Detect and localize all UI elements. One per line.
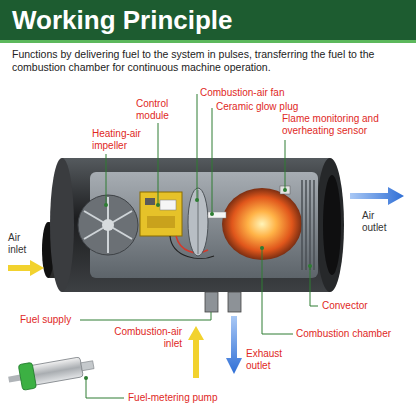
illustration-part [197, 94, 198, 200]
illustration-part [145, 198, 155, 205]
fuel-line [80, 312, 211, 320]
leader-lines [86, 94, 318, 398]
header-band [0, 0, 416, 40]
combustion-air-arrow [188, 326, 204, 378]
illustration-part [260, 246, 264, 250]
illustration-part [102, 219, 114, 231]
illustration-part [29, 357, 84, 386]
illustration-part [104, 203, 108, 207]
illustration-part [205, 292, 218, 312]
exhaust-arrow [226, 316, 242, 374]
caption: Functions by delivering fuel to the syst… [12, 48, 406, 74]
illustration-part [158, 123, 159, 205]
outlet-arrow [350, 187, 404, 205]
part-label: Convector [322, 300, 368, 312]
illustration-part [283, 188, 287, 192]
part-label: Combustion-air inlet [106, 326, 182, 349]
part-label: Control module [136, 98, 184, 121]
illustration-part [301, 180, 303, 270]
part-label: Fuel supply [20, 314, 71, 326]
illustration-part [147, 216, 175, 228]
illustration-part [140, 192, 182, 236]
pump-illustration [6, 352, 95, 393]
inlet-arrow [8, 260, 44, 276]
leader-dots [84, 188, 312, 380]
illustration-part [18, 362, 36, 390]
illustration-part [262, 248, 293, 334]
part-label: Heating-air impeller [92, 128, 150, 151]
illustration-part [195, 198, 199, 202]
illustration-part [285, 140, 286, 190]
illustration-part [84, 376, 88, 380]
part-label: Combustion chamber [296, 328, 391, 340]
heater-internals [78, 180, 314, 312]
illustration-part [156, 203, 160, 207]
illustration-part [188, 188, 208, 256]
illustration-part [208, 212, 226, 218]
illustration-part [78, 195, 138, 255]
illustration-part [308, 264, 312, 268]
illustration-part [50, 158, 74, 292]
part-label: Fuel-metering pump [128, 392, 217, 404]
illustration-part [160, 200, 176, 210]
illustration-part [316, 158, 344, 292]
illustration-part [310, 266, 318, 306]
illustration-part [84, 197, 132, 253]
illustration-part [210, 212, 214, 216]
illustration-part [313, 180, 315, 270]
illustration-part [323, 175, 341, 275]
illustration-part [8, 375, 21, 383]
illustration-part [86, 378, 124, 398]
illustration-part [62, 158, 330, 292]
illustration-part [222, 188, 302, 260]
illustration-part [81, 361, 94, 371]
part-label: Exhaust outlet [246, 348, 290, 371]
illustration-part [106, 154, 107, 205]
part-label: Air inlet [8, 232, 40, 255]
part-label: Flame monitoring and overheating sensor [282, 113, 398, 136]
illustration-part [305, 180, 307, 270]
illustration-part [212, 108, 213, 214]
illustration-part [302, 180, 314, 270]
heater-body [42, 158, 344, 292]
illustration-part [309, 180, 311, 270]
part-label: Air outlet [362, 210, 398, 233]
header-stripe [0, 40, 416, 43]
illustration-part [228, 292, 241, 312]
part-label: Combustion-air fan [200, 87, 284, 99]
title: Working Principle [12, 5, 233, 35]
part-label: Ceramic glow plug [216, 101, 298, 113]
